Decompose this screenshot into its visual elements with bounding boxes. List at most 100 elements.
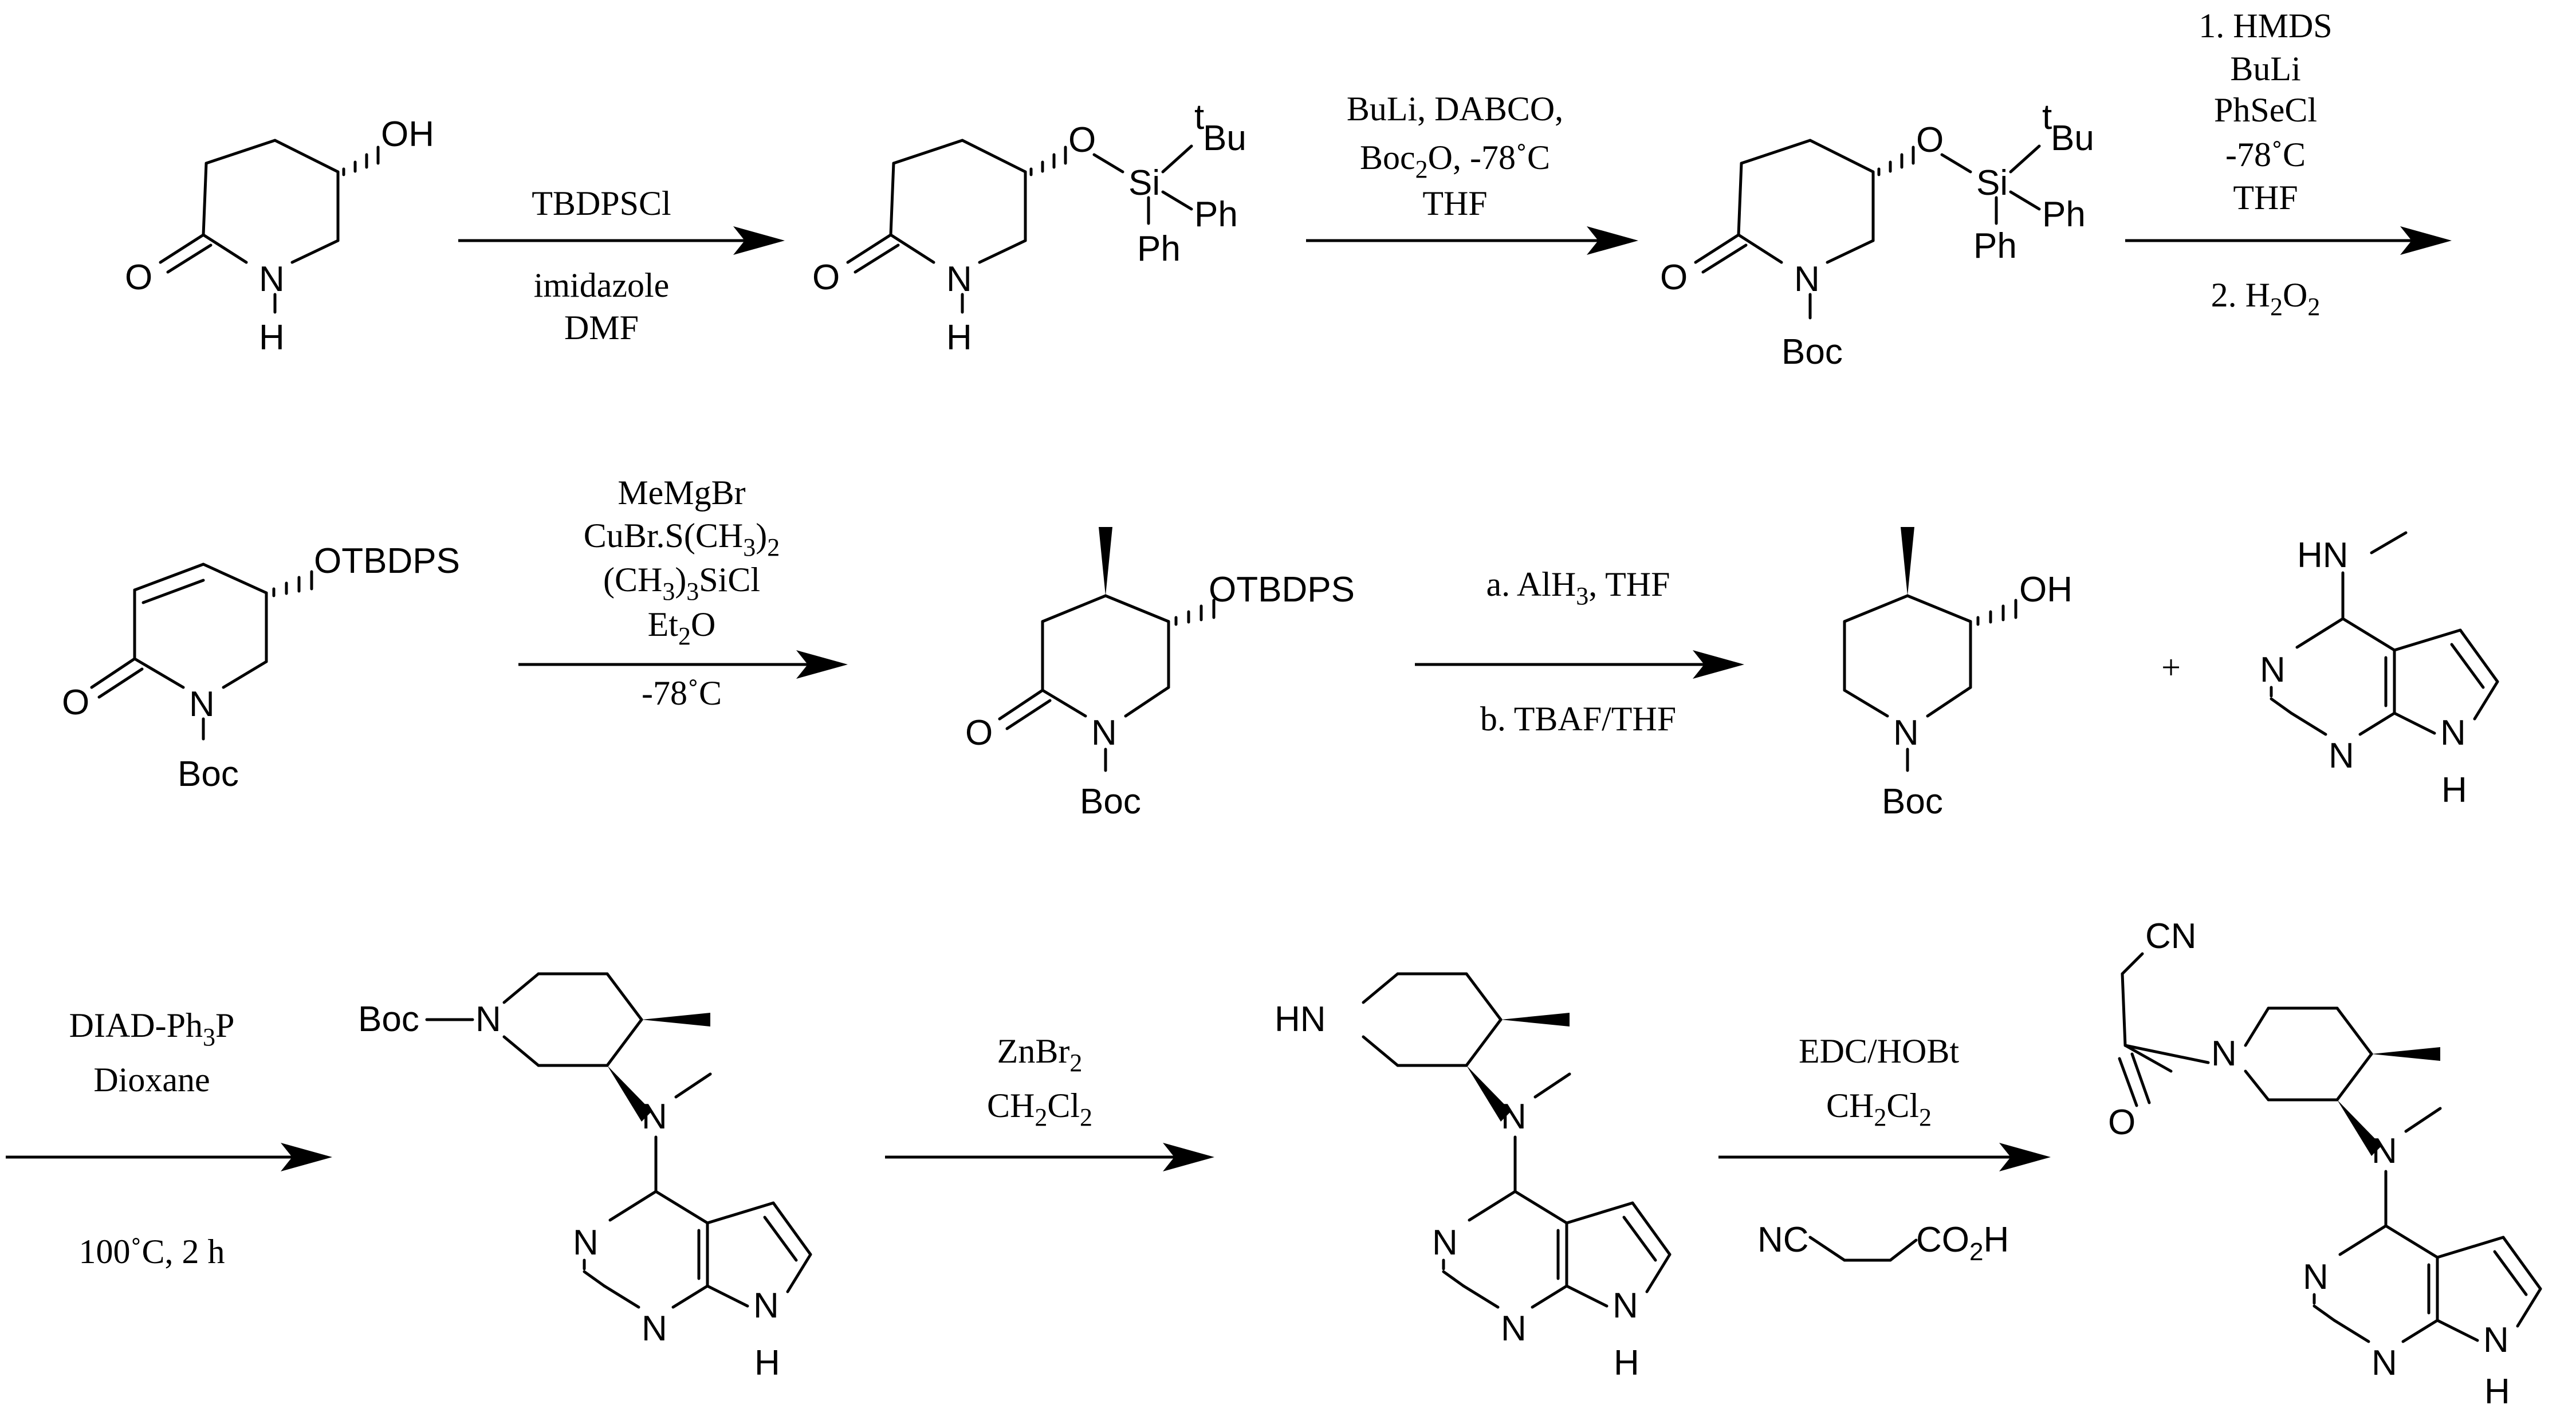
pyrimidine-nitrogen-1: N <box>2303 1257 2329 1297</box>
carbonyl-oxygen-label: O <box>812 258 840 297</box>
compound-2-silyl-ether-lactam: O Si t Bu Ph Ph O N H <box>812 97 1246 357</box>
methylamine-nitrogen: N <box>2372 1131 2397 1171</box>
reagent-znbr2: ZnBr2 <box>997 1032 1083 1077</box>
solvent-thf: THF <box>1422 184 1487 222</box>
methylamine-nitrogen: N <box>642 1097 667 1136</box>
hydroxyl-label: OH <box>2019 570 2072 609</box>
phenyl-label-1: Ph <box>1194 195 1238 234</box>
compound-6-hydroxypiperidine: OH N Boc <box>1843 527 2072 821</box>
reagent-boc2o: Boc2O, -78˚C <box>1360 139 1550 183</box>
wedge-bond <box>2372 1047 2440 1061</box>
nitrile-label: NC <box>1757 1220 1809 1260</box>
pyrimidine-nitrogen-2: N <box>1501 1309 1527 1348</box>
step-buli: BuLi <box>2230 50 2300 88</box>
piperidine-nitrogen: N <box>2211 1034 2237 1073</box>
tert-butyl-label: Bu <box>1203 119 1246 158</box>
wedge-bond <box>2337 1100 2382 1156</box>
reagent-cubr-sme2: CuBr.S(CH3)2 <box>584 517 780 561</box>
phenyl-label-1: Ph <box>2042 195 2086 234</box>
amide-nitrogen-label: N <box>946 259 972 299</box>
carbonyl-oxygen-label: O <box>2108 1103 2135 1142</box>
boc-label: Boc <box>1882 782 1943 821</box>
amide-hydrogen-label: H <box>259 318 285 357</box>
solvent-dioxane: Dioxane <box>93 1061 210 1099</box>
boc-label: Boc <box>358 1000 419 1039</box>
step-temperature: -78˚C <box>642 674 722 712</box>
wedge-bond <box>1501 1013 1570 1026</box>
hashed-bond <box>1029 145 1067 176</box>
pyrimidine-nitrogen-2: N <box>642 1309 667 1348</box>
silicon-label: Si <box>1128 163 1160 203</box>
solvent-dmf: DMF <box>564 309 639 347</box>
reagent-tbdpscl: TBDPSCl <box>532 184 671 222</box>
tert-prefix: t <box>2042 97 2052 137</box>
boc-label: Boc <box>178 754 239 794</box>
methylamine-nitrogen: N <box>1501 1097 1527 1136</box>
step-temperature: -78˚C <box>2225 136 2306 174</box>
phenyl-label-2: Ph <box>1973 226 2017 266</box>
solvent-dcm: CH2Cl2 <box>987 1087 1092 1131</box>
compound-4-unsaturated-lactam: OTBDPS O N Boc <box>62 541 460 794</box>
pyrrole-nitrogen: N <box>1613 1286 1638 1326</box>
compound-5-methyl-lactam: OTBDPS O N Boc <box>965 527 1355 821</box>
carbonyl-oxygen-label: O <box>965 713 993 753</box>
pyrimidine-nitrogen-2: N <box>2329 736 2354 776</box>
carbonyl-oxygen-label: O <box>1660 258 1688 297</box>
reagent-edc-hobt: EDC/HOBt <box>1799 1032 1959 1070</box>
amine-nitrogen-label: N <box>1893 713 1919 753</box>
reaction-arrow-8: EDC/HOBt CH2Cl2 NC CO2H <box>1718 1032 2051 1266</box>
reagent-imidazole: imidazole <box>534 266 670 304</box>
amide-nitrogen-label: N <box>1091 713 1117 753</box>
reaction-arrow-6: DIAD-Ph3P Dioxane 100˚C, 2 h <box>6 1006 332 1271</box>
reagent-buli-dabco: BuLi, DABCO, <box>1347 90 1563 128</box>
nh-piperidine-label: HN <box>1275 1000 1326 1039</box>
reagent-alh3: a. AlH3, THF <box>1486 565 1670 610</box>
amide-nitrogen-label: N <box>259 259 285 299</box>
reagent-tmscl: (CH3)3SiCl <box>603 561 760 605</box>
otbdps-label: OTBDPS <box>314 541 460 581</box>
step-thf: THF <box>2233 179 2298 217</box>
pyrimidine-nitrogen-1: N <box>1432 1223 1458 1263</box>
reaction-arrow-5: a. AlH3, THF b. TBAF/THF <box>1415 565 1744 738</box>
compound-10-tofacitinib: CN O N N N N N H <box>2108 917 2542 1408</box>
reaction-arrow-4: MeMgBr CuBr.S(CH3)2 (CH3)3SiCl Et2O -78˚… <box>518 474 848 712</box>
compound-3-boc-silyl-lactam: O Si t Bu Ph Ph O N Boc <box>1660 97 2094 372</box>
pyrimidine-nitrogen-2: N <box>2372 1343 2397 1383</box>
pyrrole-hydrogen: H <box>2441 770 2467 810</box>
pyrimidine-nitrogen-1: N <box>2260 650 2286 690</box>
wedge-bond <box>642 1013 710 1026</box>
step-h2o2: 2. H2O2 <box>2211 276 2321 321</box>
tert-butyl-label: Bu <box>2051 119 2094 158</box>
pyrrole-nitrogen: N <box>2483 1320 2509 1360</box>
hashed-bond <box>1174 599 1216 626</box>
otbdps-label: OTBDPS <box>1209 570 1355 609</box>
hashed-bond <box>342 145 380 176</box>
ether-oxygen-label: O <box>1068 120 1096 160</box>
reaction-conditions: 100˚C, 2 h <box>79 1233 225 1271</box>
amide-nitrogen-label: N <box>189 685 215 724</box>
compound-8-boc-coupled-product: Boc N N N N N H <box>358 972 812 1383</box>
compound-9-free-amine: HN N N N N H <box>1275 972 1672 1383</box>
boc-label: Boc <box>1080 782 1141 821</box>
reagent-tbaf: b. TBAF/THF <box>1480 700 1676 738</box>
wedge-bond <box>607 1065 652 1122</box>
pyrimidine-nitrogen-1: N <box>573 1223 599 1263</box>
compound-7-methylamino-pyrrolopyrimidine: HN N N N H <box>2260 531 2499 810</box>
step-phsecl: PhSeCl <box>2214 91 2317 129</box>
compound-1-hydroxypiperidinone: OH O N H <box>125 115 434 357</box>
tert-prefix: t <box>1194 97 1204 137</box>
boc-label: Boc <box>1781 332 1843 372</box>
reaction-arrow-2: BuLi, DABCO, Boc2O, -78˚C THF <box>1306 90 1638 255</box>
solvent-ether: Et2O <box>648 605 716 650</box>
nh-methyl-label: HN <box>2297 536 2349 575</box>
hashed-bond <box>1877 145 1915 176</box>
carboxylic-acid-label: CO2H <box>1916 1220 2009 1266</box>
carbonyl-oxygen-label: O <box>62 683 89 722</box>
reagent-diad-ph3p: DIAD-Ph3P <box>69 1006 235 1051</box>
solvent-dcm: CH2Cl2 <box>1826 1087 1932 1131</box>
wedge-bond <box>1901 527 1914 596</box>
wedge-bond <box>1466 1065 1511 1122</box>
wedge-bond <box>1099 527 1112 596</box>
nitrile-label: CN <box>2145 917 2197 956</box>
